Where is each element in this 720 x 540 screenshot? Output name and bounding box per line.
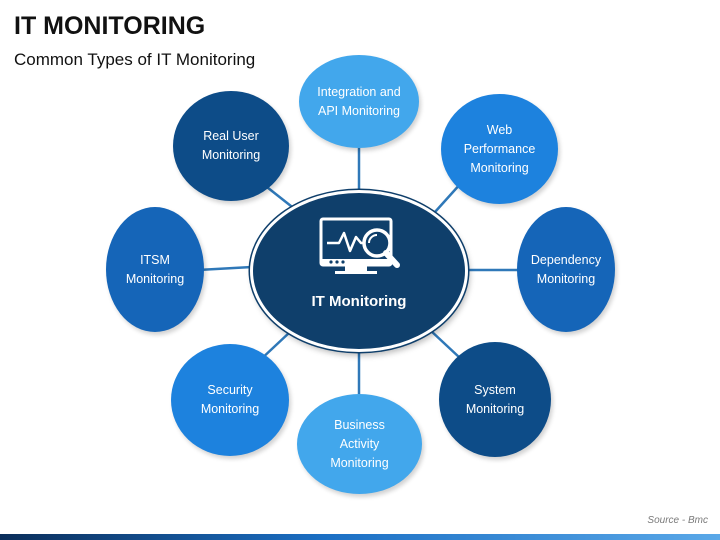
source-note: Source - Bmc — [647, 515, 708, 526]
node-label: Web Performance Monitoring — [463, 122, 536, 175]
node-itsm: ITSM Monitoring — [106, 207, 204, 332]
node-label: Dependency Monitoring — [530, 252, 602, 286]
node-label: ITSM Monitoring — [125, 252, 185, 286]
node-label: Security Monitoring — [200, 383, 260, 416]
node-label: System Monitoring — [465, 382, 525, 416]
node-label: Integration and API Monitoring — [317, 84, 401, 118]
node-label: Business Activity Monitoring — [330, 417, 389, 470]
node-security: Security Monitoring — [171, 344, 289, 456]
node-web-performance: Web Performance Monitoring — [441, 94, 558, 204]
monitor-search-icon — [319, 217, 400, 274]
bottom-accent-bar — [0, 534, 720, 540]
node-integration-api: Integration and API Monitoring — [299, 55, 419, 148]
node-business-activity: Business Activity Monitoring — [297, 394, 422, 494]
node-dependency: Dependency Monitoring — [517, 207, 615, 332]
page-subtitle: Common Types of IT Monitoring — [14, 50, 256, 69]
node-label: Real User Monitoring — [201, 129, 261, 162]
connector-itsm — [197, 265, 253, 272]
node-real-user: Real User Monitoring — [173, 91, 289, 201]
center-label: IT Monitoring — [311, 293, 407, 310]
connector-system — [429, 329, 461, 359]
page-title: IT MONITORING — [14, 12, 206, 40]
node-system: System Monitoring — [439, 342, 551, 457]
center-node: IT Monitoring — [250, 190, 468, 352]
